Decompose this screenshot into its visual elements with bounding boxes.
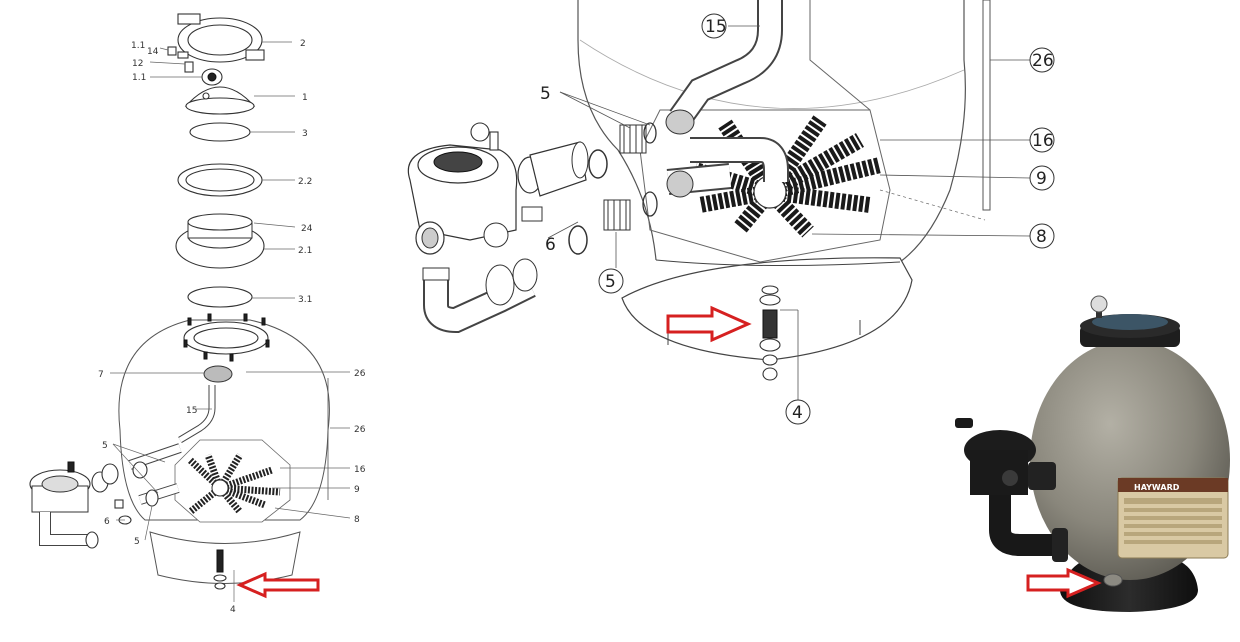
drain-arrow-left bbox=[236, 571, 320, 599]
label-7: 7 bbox=[98, 370, 104, 380]
label-2-1: 2.1 bbox=[298, 246, 312, 256]
zoomed-diagram: 15 26 5 16 9 6 8 5 4 bbox=[407, 0, 1055, 425]
label-12: 12 bbox=[132, 59, 143, 69]
label-2: 2 bbox=[300, 39, 306, 49]
label-1: 1 bbox=[302, 93, 308, 103]
o-ring-3 bbox=[189, 122, 251, 142]
photo-valve bbox=[955, 418, 1068, 562]
label-2-2: 2.2 bbox=[298, 177, 312, 187]
label-8: 8 bbox=[354, 515, 360, 525]
label-5a: 5 bbox=[102, 441, 108, 451]
leader-lines bbox=[110, 41, 351, 602]
label-1-1b: 1.1 bbox=[132, 73, 146, 83]
label-24: 24 bbox=[301, 224, 313, 234]
label-14: 14 bbox=[147, 47, 159, 57]
label-6: 6 bbox=[104, 517, 110, 527]
ring-2-2 bbox=[177, 163, 263, 197]
flange-2-1 bbox=[175, 213, 265, 269]
label-1-1a: 1.1 bbox=[131, 41, 145, 51]
drain-arrow-zoom bbox=[666, 305, 752, 343]
zoom-leader-lines bbox=[547, 25, 1031, 400]
zoom-label-15: 15 bbox=[705, 17, 727, 37]
laterals bbox=[174, 439, 291, 523]
brand-name: HAYWARD bbox=[1134, 483, 1180, 492]
zoom-label-5a: 5 bbox=[540, 84, 551, 104]
photo-label-plate: HAYWARD bbox=[1117, 477, 1229, 559]
zoom-label-16: 16 bbox=[1032, 131, 1054, 151]
label-26b: 26 bbox=[354, 425, 366, 435]
label-5b: 5 bbox=[134, 537, 140, 547]
label-3: 3 bbox=[302, 129, 308, 139]
label-4: 4 bbox=[230, 605, 236, 615]
filter-photo: HAYWARD bbox=[955, 295, 1230, 612]
label-15: 15 bbox=[186, 406, 197, 416]
zoom-label-4: 4 bbox=[792, 403, 803, 423]
label-26a: 26 bbox=[354, 369, 366, 379]
zoom-label-5b: 5 bbox=[605, 272, 616, 292]
left-exploded-diagram: 2 1.1 14 12 1.1 1 3 2.2 24 2.1 3.1 7 26 … bbox=[29, 13, 366, 615]
zoom-labels: 15 26 5 16 9 6 8 5 4 bbox=[540, 13, 1055, 425]
label-3-1: 3.1 bbox=[298, 295, 312, 305]
zoom-multiport-valve bbox=[407, 122, 589, 334]
zoom-label-6: 6 bbox=[545, 235, 556, 255]
zoom-label-26: 26 bbox=[1032, 51, 1054, 71]
lid-ring bbox=[177, 13, 265, 63]
zoom-drain bbox=[759, 285, 781, 381]
lid bbox=[184, 86, 256, 115]
label-9: 9 bbox=[354, 485, 360, 495]
zoom-label-9: 9 bbox=[1036, 169, 1047, 189]
multiport-valve bbox=[29, 461, 159, 549]
o-ring-3-1 bbox=[187, 286, 253, 308]
pressure-gauge-parts bbox=[167, 46, 223, 86]
tank-bolts bbox=[183, 313, 270, 362]
zoom-base bbox=[621, 257, 913, 361]
zoom-laterals bbox=[692, 115, 882, 238]
label-16: 16 bbox=[354, 465, 366, 475]
bulkhead-fittings bbox=[568, 122, 658, 255]
zoom-label-8: 8 bbox=[1036, 227, 1047, 247]
left-labels: 2 1.1 14 12 1.1 1 3 2.2 24 2.1 3.1 7 26 … bbox=[98, 39, 366, 615]
tank-body bbox=[118, 313, 330, 590]
drain-arrow-photo bbox=[1026, 567, 1102, 599]
